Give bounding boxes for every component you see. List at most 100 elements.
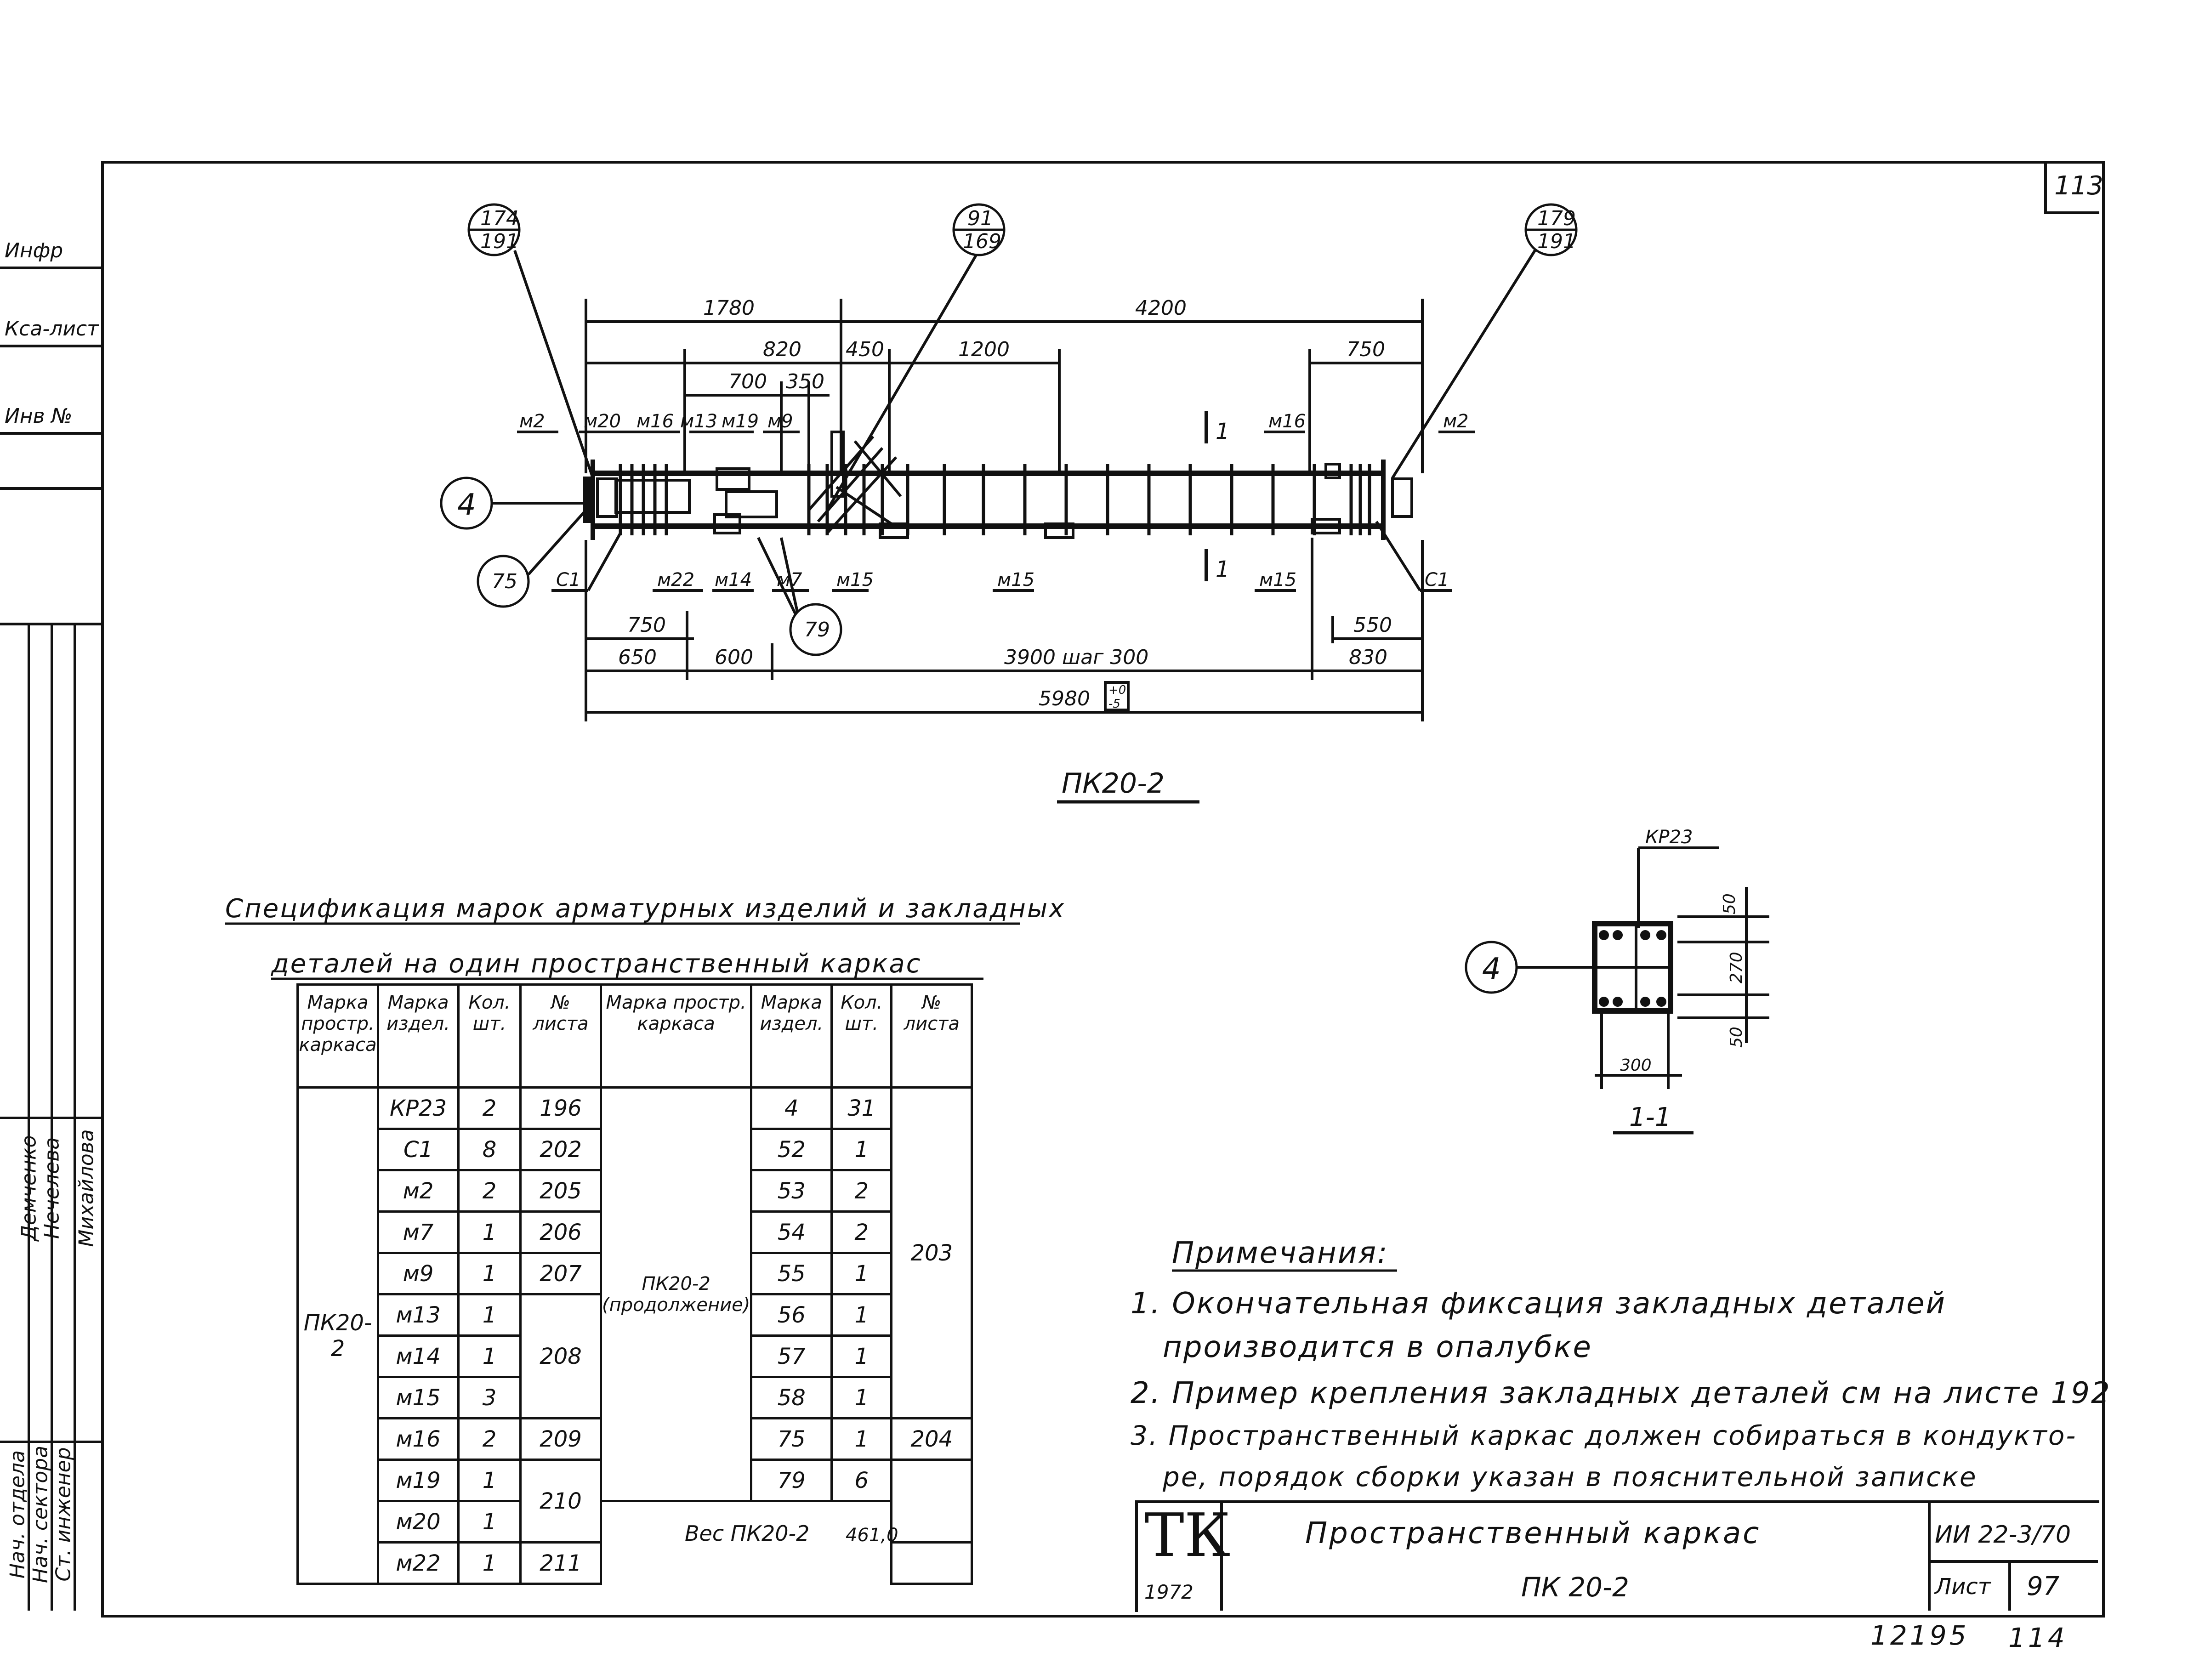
dim-600: 600 xyxy=(715,646,753,669)
logo: ТК xyxy=(1144,1500,1231,1570)
callout-4: 4 xyxy=(457,488,476,522)
year: 1972 xyxy=(1144,1581,1193,1603)
tb-divider xyxy=(1928,1500,1931,1611)
table-cell: 58 xyxy=(750,1376,833,1419)
label-m9: м9 xyxy=(767,411,793,432)
table-cell: 8 xyxy=(457,1128,522,1171)
label-m2-left: м2 xyxy=(519,411,545,432)
label-m20: м20 xyxy=(584,411,621,432)
table-cell: 1 xyxy=(457,1334,522,1378)
note-1-line-2: производится в опалубке xyxy=(1163,1330,1592,1364)
spec-title-line-2: деталей на один пространственный каркас xyxy=(271,949,922,979)
callout-circle-79 xyxy=(789,603,842,656)
label-m16-left: м16 xyxy=(636,411,674,432)
table-row: м16 2 209 75 1 204 xyxy=(298,1417,973,1461)
label-m15-b: м15 xyxy=(997,569,1034,590)
label-m15-c: м15 xyxy=(1259,569,1296,590)
drawing-frame xyxy=(101,161,2105,1618)
dim-3900: 3900 шаг 300 xyxy=(1004,646,1148,669)
table-cell: 75 xyxy=(750,1417,833,1461)
table-cell: 1 xyxy=(830,1376,893,1419)
table-row: м20 1 xyxy=(298,1500,972,1584)
table-cell: 1 xyxy=(457,1459,522,1502)
spec-header-row: Марка простр. каркаса Марка издел. Кол. … xyxy=(296,983,973,1089)
dim-5980: 5980 xyxy=(1039,687,1090,710)
section-mark-bottom: 1 xyxy=(1216,556,1230,582)
table-cell: 210 xyxy=(519,1459,602,1544)
table-cell: 1 xyxy=(457,1541,522,1585)
label-m13: м13 xyxy=(680,411,717,432)
table-cell: 52 xyxy=(750,1128,833,1171)
section-callout: 4 xyxy=(1482,952,1501,986)
stamp-divider xyxy=(0,432,101,435)
note-2: 2. Пример крепления закладных деталей см… xyxy=(1131,1376,2111,1410)
dim-450: 450 xyxy=(846,338,884,361)
title-block-outer xyxy=(1135,1500,2099,1612)
dim-750-top: 750 xyxy=(1347,338,1385,361)
left-frame-cell: ПК20-2 xyxy=(296,1086,379,1585)
callout-right-bottom: 191 xyxy=(1537,230,1576,253)
table-row: м7 1 206 54 2 xyxy=(298,1210,972,1254)
section-dim-270: 270 xyxy=(1727,952,1746,983)
page-number: 113 xyxy=(2054,171,2103,201)
dim-1200: 1200 xyxy=(958,338,1010,361)
table-cell: 211 xyxy=(519,1541,602,1585)
table-cell: м13 xyxy=(377,1293,460,1337)
stamp-line-2: Кса-лист xyxy=(5,317,99,341)
table-cell: КР23 xyxy=(377,1086,460,1130)
table-cell: м16 xyxy=(377,1417,460,1461)
table-cell: 206 xyxy=(519,1210,602,1254)
table-cell: 57 xyxy=(750,1334,833,1378)
label-m14: м14 xyxy=(715,569,752,590)
callout-mid-bottom: 169 xyxy=(963,230,1001,253)
table-cell: м2 xyxy=(377,1169,460,1213)
header-qty: Кол. шт. xyxy=(457,983,522,1089)
table-cell: 205 xyxy=(519,1169,602,1213)
table-row: м22 1 211 xyxy=(298,1541,973,1585)
table-cell: 31 xyxy=(830,1086,893,1130)
table-row: м13 1 208 56 1 xyxy=(298,1293,972,1419)
callout-79: 79 xyxy=(804,618,830,641)
table-cell: 2 xyxy=(457,1086,522,1130)
table-cell: м19 xyxy=(377,1459,460,1502)
header-qty-2: Кол. шт. xyxy=(830,983,893,1089)
dim-700: 700 xyxy=(728,370,767,393)
table-cell: 54 xyxy=(750,1210,833,1254)
label-m22: м22 xyxy=(657,569,694,590)
callout-left-bottom: 191 xyxy=(480,230,519,253)
table-cell: 1 xyxy=(830,1417,893,1461)
table-cell: 55 xyxy=(750,1252,833,1295)
dim-4200: 4200 xyxy=(1135,296,1187,320)
label-m2-right: м2 xyxy=(1443,411,1469,432)
sheet-label: Лист xyxy=(1935,1574,1991,1600)
note-3-line-2: ре, порядок сборки указан в пояснительно… xyxy=(1163,1461,1978,1493)
table-cell: 56 xyxy=(750,1293,833,1337)
notes-title: Примечания: xyxy=(1172,1236,1389,1270)
table-cell: 3 xyxy=(457,1376,522,1419)
header-item-mark: Марка издел. xyxy=(377,983,460,1089)
table-cell: 1 xyxy=(457,1500,522,1544)
table-cell: 2 xyxy=(830,1210,893,1254)
table-cell-empty xyxy=(890,1541,973,1585)
table-cell: 2 xyxy=(830,1169,893,1213)
callout-75: 75 xyxy=(492,570,517,593)
sheet-count: 114 xyxy=(2008,1622,2068,1653)
table-cell-empty xyxy=(599,1500,893,1584)
dim-820: 820 xyxy=(763,338,801,361)
dim-650: 650 xyxy=(618,646,657,669)
table-cell: м20 xyxy=(377,1500,460,1544)
table-cell: 204 xyxy=(890,1417,973,1461)
callout-circle-4 xyxy=(440,477,493,530)
table-cell: 2 xyxy=(457,1417,522,1461)
table-cell: м9 xyxy=(377,1252,460,1295)
title-block-code: ИИ 22-3/70 xyxy=(1935,1521,2071,1549)
table-cell: 1 xyxy=(457,1252,522,1295)
tb-divider xyxy=(1928,1560,2098,1563)
tolerance-minus: -5 xyxy=(1108,697,1120,711)
note-1-line-1: 1. Окончательная фиксация закладных дета… xyxy=(1131,1287,1946,1321)
callout-right-top: 179 xyxy=(1537,207,1576,230)
spec-table: Марка простр. каркаса Марка издел. Кол. … xyxy=(296,983,973,1585)
label-m15-a: м15 xyxy=(836,569,874,590)
table-cell: 79 xyxy=(750,1459,833,1502)
header-frame-mark: Марка простр. каркаса xyxy=(296,983,379,1089)
